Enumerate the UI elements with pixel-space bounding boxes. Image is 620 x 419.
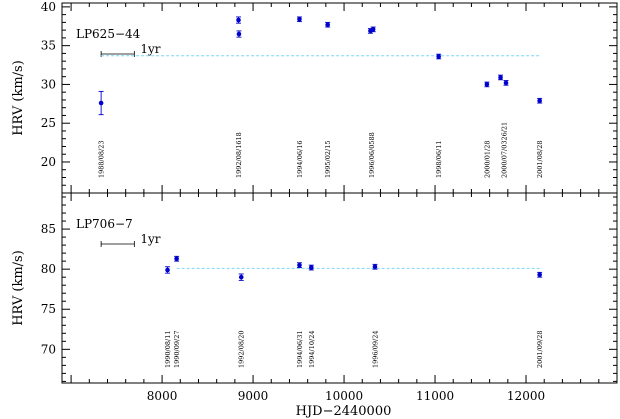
panel-title: LP706−7: [76, 217, 133, 231]
data-point: [236, 31, 242, 37]
x-axis-label: HJD−2440000: [296, 404, 392, 419]
x-tick-label: 8000: [147, 389, 178, 403]
data-point: [325, 22, 330, 28]
observation-date-label: 1994/06/16: [296, 141, 304, 178]
panel-title: LP625−44: [76, 27, 141, 41]
observation-date-label: 1994/10/24: [308, 331, 316, 368]
scale-bar-label: 1yr: [140, 232, 160, 246]
data-point: [308, 265, 314, 270]
y-tick-label: 85: [41, 222, 56, 236]
data-point: [174, 256, 179, 262]
data-point: [372, 264, 378, 270]
y-axis-label: HRV (km/s): [11, 60, 26, 136]
y-tick-label: 40: [41, 0, 56, 14]
observation-date-label: 2001/09/28: [536, 331, 544, 368]
observation-date-label: 1996/09/24: [371, 331, 379, 368]
x-tick-label: 11000: [416, 389, 454, 403]
y-tick-label: 80: [41, 262, 56, 276]
y-tick-label: 20: [41, 155, 56, 169]
observation-date-label: 1990/08/11: [164, 331, 172, 368]
data-point: [484, 82, 490, 87]
data-point: [98, 100, 104, 106]
data-point: [370, 27, 376, 32]
x-tick-label: 10000: [325, 389, 363, 403]
observation-date-label: 2000/01/28: [483, 141, 491, 178]
observation-date-label: 1995/02/15: [324, 141, 332, 178]
data-point: [165, 267, 170, 273]
y-tick-label: 70: [41, 342, 56, 356]
observation-date-label: 2001/08/28: [536, 141, 544, 178]
data-point: [503, 80, 509, 86]
observation-date-label: 1990/09/27: [173, 331, 181, 368]
observation-date-label: 1988/08/23: [98, 141, 106, 178]
observation-date-label: 1998/06/11: [435, 141, 443, 178]
data-point: [238, 274, 244, 280]
data-point: [297, 16, 302, 22]
y-axis-label: HRV (km/s): [11, 250, 26, 326]
plot-frame: [61, 192, 618, 384]
y-tick-label: 35: [41, 39, 56, 53]
x-tick-label: 9000: [238, 389, 269, 403]
y-tick-label: 75: [41, 302, 56, 316]
data-point: [236, 17, 241, 23]
y-tick-label: 30: [41, 77, 56, 91]
observation-date-label: 1996/06/0588: [368, 132, 376, 178]
scale-bar-label: 1yr: [140, 42, 160, 56]
data-point: [537, 98, 542, 104]
x-tick-label: 12000: [507, 389, 545, 403]
observation-date-label: 2000/07/0326/21: [501, 122, 509, 178]
observation-date-label: 1994/06/31: [296, 331, 304, 368]
observation-date-label: 1992/08/1618: [235, 132, 243, 178]
data-point: [537, 272, 542, 278]
plot-frame: [61, 2, 618, 194]
data-point: [436, 54, 441, 59]
y-tick-label: 25: [41, 116, 56, 130]
data-point: [297, 262, 302, 268]
data-point: [498, 75, 503, 80]
observation-date-label: 1992/08/20: [238, 331, 246, 368]
